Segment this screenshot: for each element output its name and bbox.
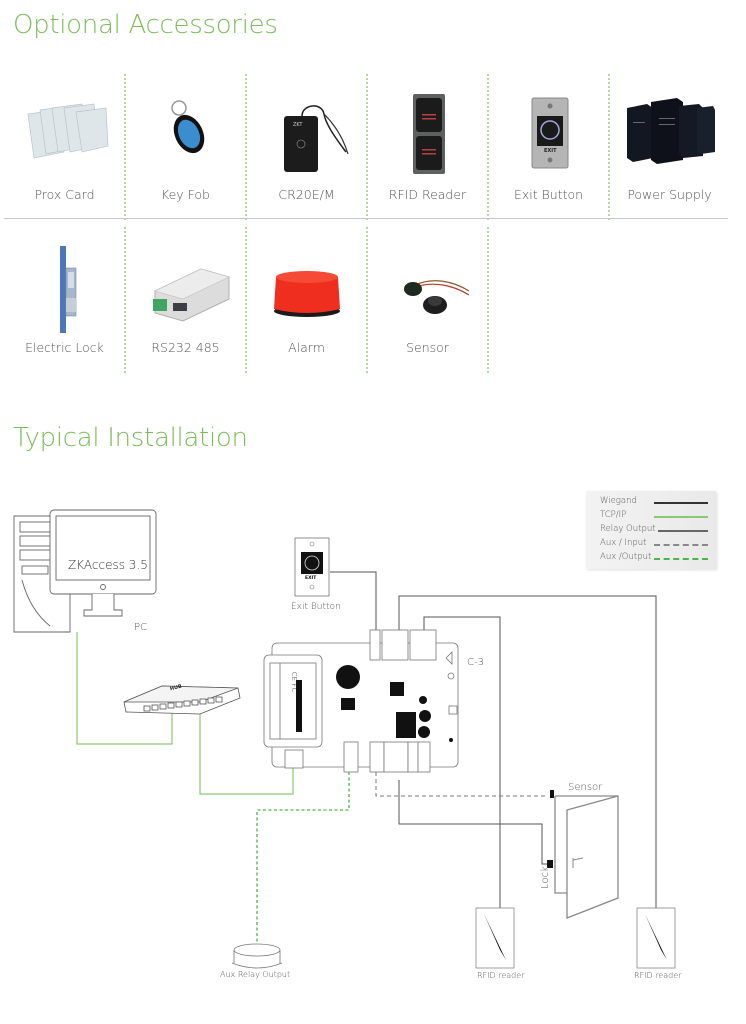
separator — [245, 74, 247, 220]
legend-wiegand: Wiegand — [600, 495, 712, 509]
legend-relay-output: Relay Output — [600, 523, 712, 537]
sensor-icon — [403, 280, 469, 314]
rfid-reader-diagram-icon — [636, 907, 676, 969]
pc-software-label: ZKAccess 3.5 — [68, 558, 148, 572]
aux-input-wire — [375, 772, 548, 797]
accessory-sensor: Sensor — [367, 225, 488, 373]
separator — [487, 74, 489, 220]
separator — [366, 74, 368, 220]
legend-line-swatch — [654, 516, 708, 518]
accessory-key-fob: Key Fob — [125, 72, 246, 220]
section-title-accessories: Optional Accessories — [13, 10, 278, 40]
legend-aux-input: Aux / Input — [600, 537, 712, 551]
door-sensor-icon — [550, 790, 554, 798]
legend-line-swatch — [654, 502, 708, 504]
legend-label: Aux /Output — [600, 552, 652, 562]
legend-label: TCP/IP — [600, 510, 627, 520]
power-supply-icon — [626, 98, 715, 164]
rfid-reader-diagram-icon — [475, 907, 515, 969]
accessory-label: Power Supply — [627, 187, 712, 202]
installation-diagram: ZKAccess 3.5 PC Exit Button EXIT HUB C-3… — [0, 480, 746, 1024]
exit-button-diagram-icon — [294, 537, 330, 597]
accessory-cr20em: ZKT CR20E/M — [246, 72, 367, 220]
accessory-rs232-485: RS232 485 — [125, 225, 246, 373]
accessory-label: Alarm — [288, 340, 325, 355]
exit-text: EXIT — [305, 576, 317, 581]
accessory-label: Prox Card — [34, 187, 95, 202]
svg-text:ZKT: ZKT — [293, 122, 303, 128]
accessory-label: RS232 485 — [151, 340, 220, 355]
relay-wires — [330, 571, 657, 908]
pc-label: PC — [134, 622, 148, 633]
separator — [487, 227, 489, 373]
usb-reader-icon: ZKT — [283, 105, 349, 172]
accessory-power-supply: Power Supply — [609, 72, 730, 220]
ce-mark: CE FC — [290, 671, 299, 693]
exit-button-icon: EXIT — [531, 97, 568, 169]
lock-label: Lock — [539, 866, 551, 889]
accessory-alarm: Alarm — [246, 225, 367, 373]
door-lock-icon — [547, 860, 553, 868]
svg-text:EXIT: EXIT — [544, 148, 557, 154]
accessory-electric-lock: Electric Lock — [4, 225, 125, 373]
rfid-reader-label-1: RFID reader — [477, 971, 525, 980]
accessory-label: Key Fob — [161, 187, 210, 202]
wiring-legend: Wiegand TCP/IP Relay Output Aux / Input … — [586, 491, 716, 569]
controller-label: C-3 — [467, 657, 484, 668]
separator — [124, 227, 126, 373]
accessory-exit-button: EXIT Exit Button — [488, 72, 609, 220]
legend-line-swatch — [654, 544, 708, 546]
sensor-label: Sensor — [568, 782, 603, 793]
key-fob-icon — [170, 100, 204, 154]
accessory-prox-card: Prox Card — [4, 72, 125, 220]
converter-icon — [152, 268, 230, 322]
rfid-reader-icon — [412, 94, 445, 174]
accessories-row-1: Prox Card Key Fob ZKT CR20E/M — [0, 72, 730, 220]
accessory-label: CR20E/M — [278, 187, 335, 202]
accessory-label: Exit Button — [513, 187, 584, 202]
aux-siren-icon — [231, 943, 283, 969]
section-title-installation: Typical Installation — [13, 423, 248, 453]
separator — [366, 227, 368, 373]
legend-line-swatch — [658, 530, 708, 532]
exit-button-diagram-label: Exit Button — [291, 602, 341, 612]
legend-label: Aux / Input — [600, 538, 647, 548]
legend-tcpip: TCP/IP — [600, 509, 712, 523]
legend-line-swatch — [654, 558, 708, 560]
controller-board-icon — [263, 629, 459, 773]
tcpip-wires — [76, 632, 294, 795]
separator — [608, 74, 610, 220]
prox-card-icon — [27, 103, 108, 159]
electric-lock-icon — [59, 246, 76, 333]
row-divider — [4, 218, 728, 219]
legend-aux-output: Aux /Output — [600, 551, 712, 565]
network-switch-icon — [123, 685, 241, 715]
legend-label: Wiegand — [600, 496, 637, 506]
legend-label: Relay Output — [600, 524, 656, 534]
aux-output-wire — [256, 772, 350, 942]
accessory-label: Sensor — [406, 340, 449, 355]
separator — [245, 227, 247, 373]
separator — [124, 74, 126, 220]
alarm-icon — [273, 271, 340, 317]
accessories-row-2: Electric Lock RS232 485 Alarm Senso — [0, 225, 730, 373]
monitor-icon — [49, 509, 157, 617]
aux-relay-label: Aux Relay Output — [220, 970, 291, 979]
accessory-rfid-reader: RFID Reader — [367, 72, 488, 220]
accessory-label: RFID Reader — [388, 187, 467, 202]
door-icon — [554, 795, 619, 919]
accessory-label: Electric Lock — [25, 340, 104, 355]
rfid-reader-label-2: RFID reader — [634, 971, 682, 980]
diagram-canvas — [13, 509, 676, 969]
